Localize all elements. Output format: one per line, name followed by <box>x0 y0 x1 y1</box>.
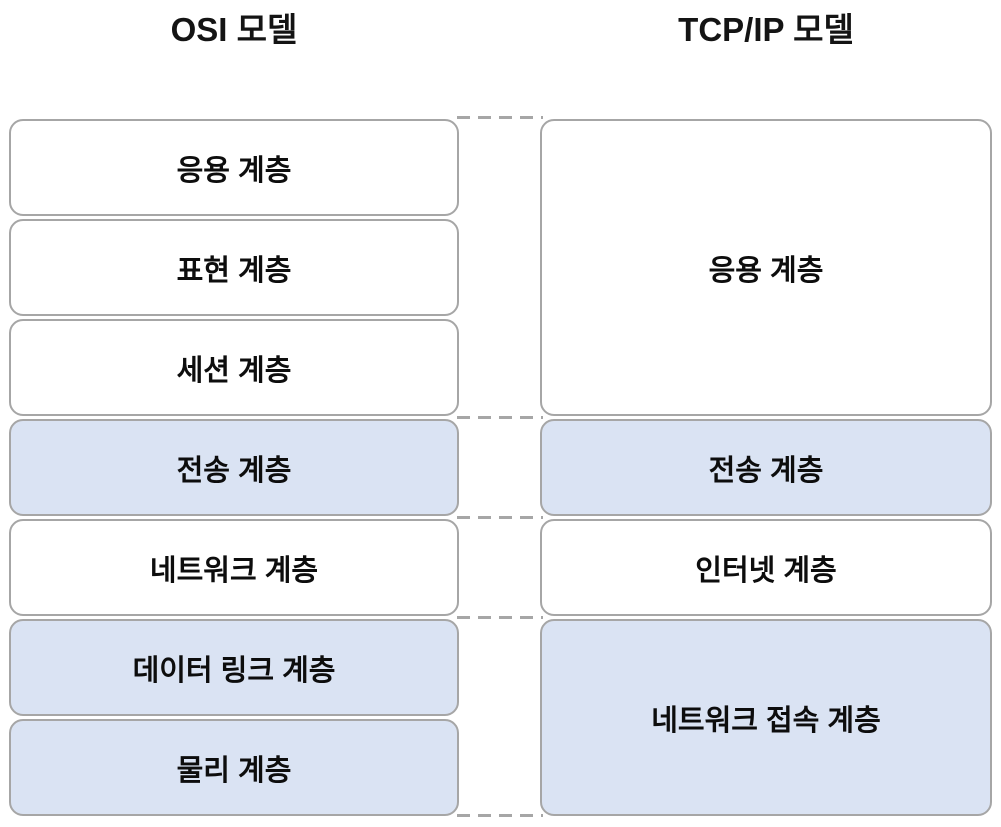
osi-model-title: OSI 모델 <box>170 11 298 48</box>
osi-layer-presentation: 표현 계층 <box>9 219 459 316</box>
layer-label: 데이터 링크 계층 <box>132 654 336 687</box>
layer-label: 응용 계층 <box>708 254 824 287</box>
layer-label: 응용 계층 <box>176 154 292 187</box>
tcpip-layer-stack: 응용 계층 전송 계층 인터넷 계층 네트워크 접속 계층 <box>540 119 992 816</box>
osi-layer-physical: 물리 계층 <box>9 719 459 816</box>
tcpip-layer-application: 응용 계층 <box>540 119 992 416</box>
tcpip-layer-transport: 전송 계층 <box>540 419 992 516</box>
dashed-connector-network-datalink <box>457 616 543 619</box>
tcpip-layer-internet: 인터넷 계층 <box>540 519 992 616</box>
osi-layer-session: 세션 계층 <box>9 319 459 416</box>
layer-label: 물리 계층 <box>176 754 292 787</box>
osi-layer-application: 응용 계층 <box>9 119 459 216</box>
layer-label: 표현 계층 <box>176 254 292 287</box>
layer-label: 네트워크 계층 <box>149 554 319 587</box>
dashed-connector-transport-network <box>457 516 543 519</box>
layer-label: 전송 계층 <box>176 454 292 487</box>
layer-label: 전송 계층 <box>708 454 824 487</box>
osi-layer-network: 네트워크 계층 <box>9 519 459 616</box>
osi-layer-transport: 전송 계층 <box>9 419 459 516</box>
layer-label: 세션 계층 <box>176 354 292 387</box>
layer-label: 네트워크 접속 계층 <box>651 704 881 737</box>
dashed-connector-bottom <box>457 814 543 817</box>
layer-label: 인터넷 계층 <box>695 554 837 587</box>
osi-layer-stack: 응용 계층 표현 계층 세션 계층 전송 계층 네트워크 계층 데이터 링크 계… <box>9 119 459 816</box>
tcpip-layer-network-access: 네트워크 접속 계층 <box>540 619 992 816</box>
tcpip-model-title: TCP/IP 모델 <box>678 11 854 48</box>
osi-layer-datalink: 데이터 링크 계층 <box>9 619 459 716</box>
dashed-connector-top <box>457 116 543 119</box>
dashed-connector-session-transport <box>457 416 543 419</box>
